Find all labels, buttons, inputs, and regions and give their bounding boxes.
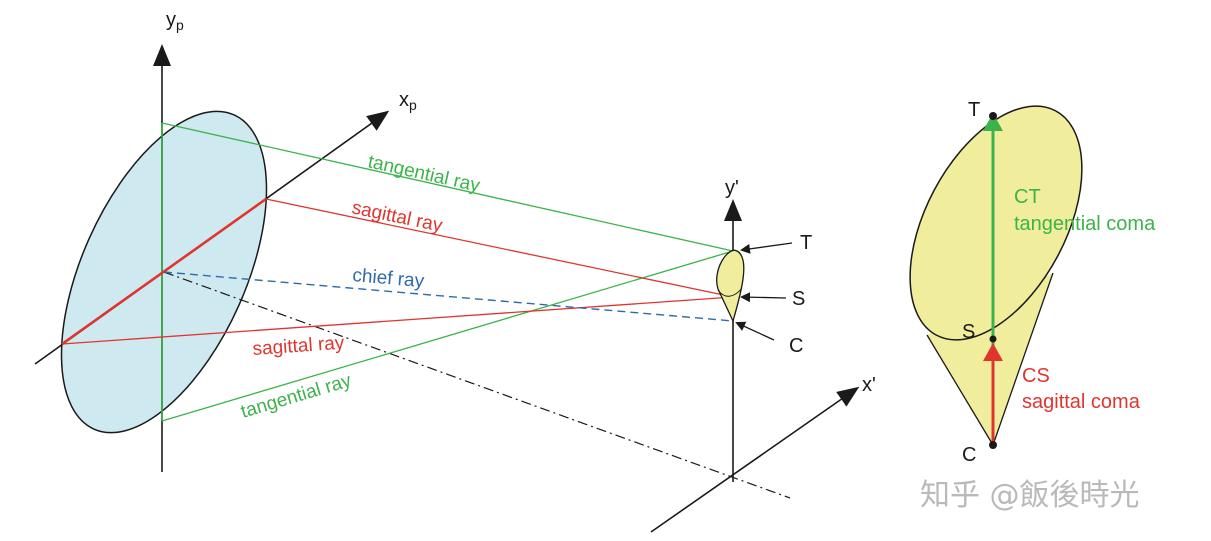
coma-ellipse [909, 105, 1083, 341]
label-point-T: T [800, 232, 812, 254]
label-yp: yp [166, 9, 184, 33]
label-tangential-ray-lower: tangential ray [238, 370, 354, 423]
coma-cone-right-edge [992, 272, 1054, 446]
label-ct: CT [1014, 186, 1041, 208]
label-point-S: S [792, 288, 805, 310]
label-sagittal-ray-upper: sagittal ray [350, 197, 445, 236]
label-sagittal-coma: sagittal coma [1022, 391, 1141, 413]
coma-spot-small [716, 249, 745, 323]
label-sagittal-ray-lower: sagittal ray [252, 333, 346, 360]
tangential-ray-upper [161, 122, 734, 252]
detail-label-T: T [968, 99, 980, 121]
point-S-dot [989, 335, 997, 343]
pointer-C [735, 321, 775, 341]
coma-spot-small-inner [717, 287, 743, 297]
detail-label-S: S [962, 321, 975, 343]
point-C-dot [989, 441, 997, 449]
chief-ray [163, 271, 734, 322]
sagittal-ray-lower [61, 296, 734, 345]
label-point-C: C [789, 335, 803, 357]
tangential-ray-lower [161, 250, 734, 422]
point-T-dot [989, 112, 997, 120]
sagittal-ray-upper [265, 198, 734, 298]
label-chief-ray: chief ray [352, 265, 426, 292]
label-xp: xp [399, 89, 417, 113]
pointer-S [740, 292, 787, 303]
detail-label-C: C [962, 444, 976, 466]
label-x-prime: x' [862, 374, 876, 396]
label-cs: CS [1022, 365, 1050, 387]
sagittal-pupil-chord [61, 197, 267, 346]
x-prime-axis [650, 386, 860, 533]
label-tangential-coma: tangential coma [1014, 213, 1156, 235]
label-tangential-ray-upper: tangential ray [366, 151, 482, 196]
optical-axis [163, 271, 791, 499]
pointer-T [740, 242, 793, 254]
watermark: 知乎 @飯後時光 [920, 478, 1140, 513]
label-y-prime: y' [725, 177, 739, 199]
coma-cone-left-edge [926, 334, 994, 446]
